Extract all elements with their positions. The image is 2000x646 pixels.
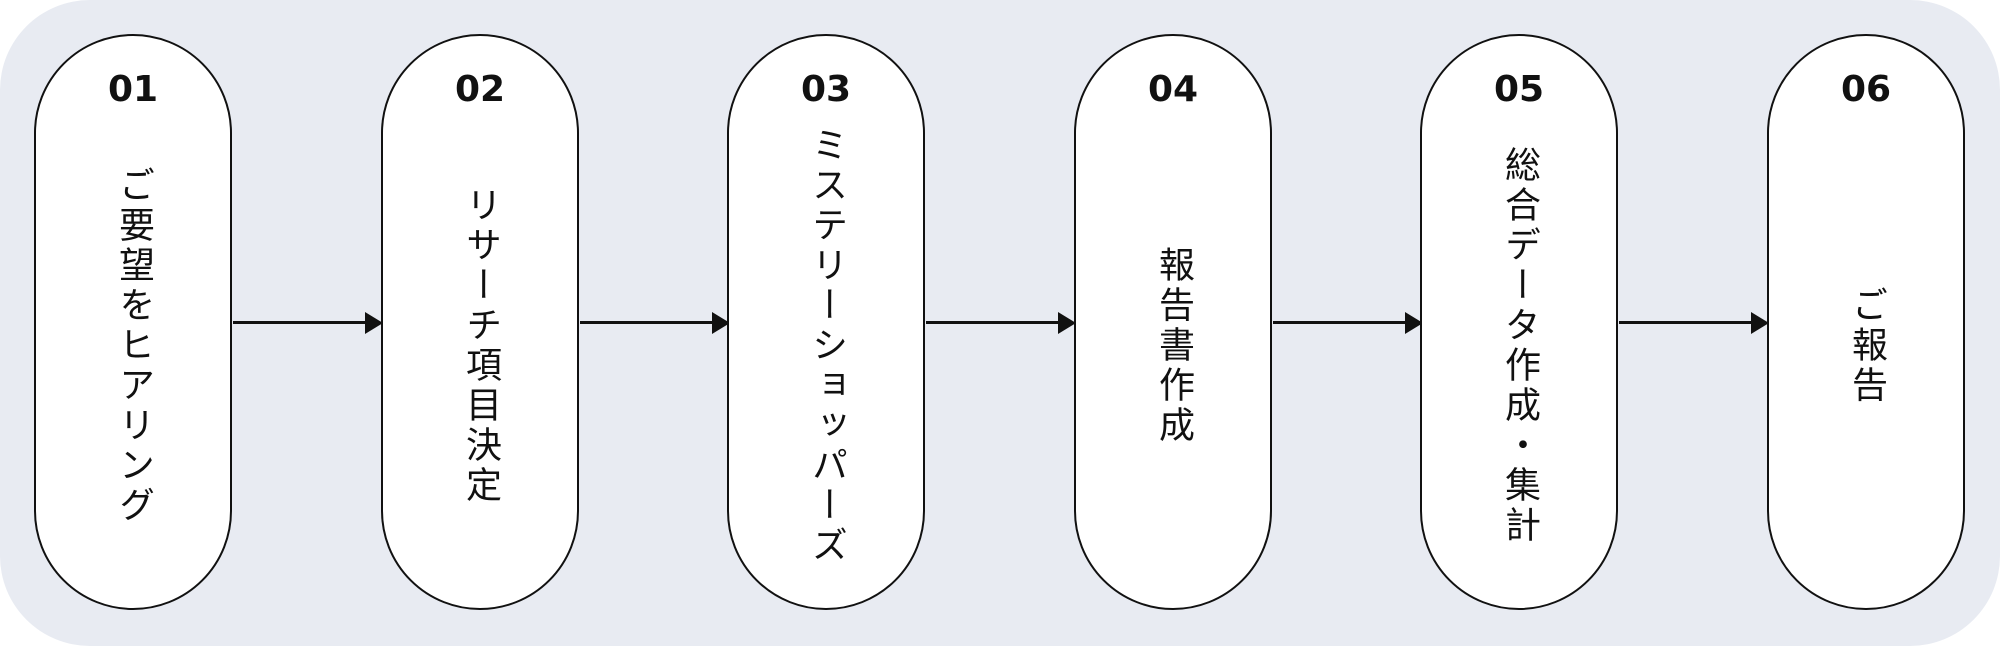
step-01: 01 ご要望をヒアリング <box>34 34 232 610</box>
step-04: 04 報告書作成 <box>1074 34 1272 610</box>
step-06: 06 ご報告 <box>1767 34 1965 610</box>
step-label: 報告書作成 <box>1153 246 1194 446</box>
step-number: 02 <box>454 69 506 110</box>
arrow-right-icon <box>1273 312 1423 334</box>
step-number: 05 <box>1493 69 1545 110</box>
step-03: 03 ミステリーショッパーズ <box>727 34 925 610</box>
step-number: 01 <box>107 69 159 110</box>
step-number: 06 <box>1840 69 1892 110</box>
step-label: ご要望をヒアリング <box>113 166 154 526</box>
step-number: 03 <box>800 69 852 110</box>
step-number: 04 <box>1147 69 1199 110</box>
arrow-right-icon <box>580 312 730 334</box>
arrow-right-icon <box>1619 312 1769 334</box>
step-label: ミステリーショッパーズ <box>806 126 847 566</box>
step-05: 05 総合データ作成・集計 <box>1420 34 1618 610</box>
arrow-right-icon <box>926 312 1076 334</box>
step-label: ご報告 <box>1846 286 1887 406</box>
arrow-right-icon <box>233 312 383 334</box>
step-label: リサーチ項目決定 <box>460 186 501 506</box>
step-02: 02 リサーチ項目決定 <box>381 34 579 610</box>
step-label: 総合データ作成・集計 <box>1499 146 1540 546</box>
